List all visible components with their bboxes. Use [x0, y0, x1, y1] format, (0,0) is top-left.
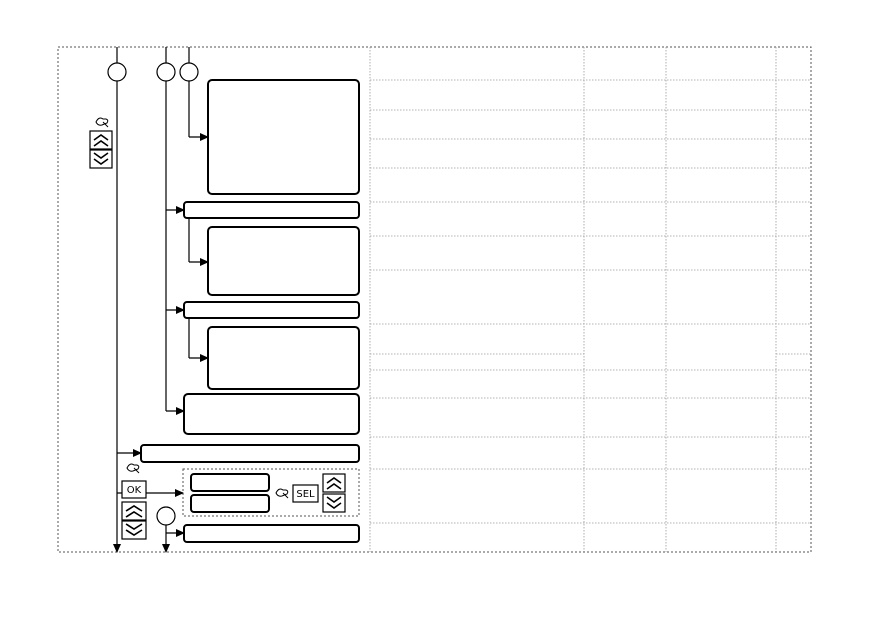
menu-bar-4 — [183, 524, 360, 543]
option-box-1 — [190, 473, 270, 492]
menu-bar-1 — [183, 201, 360, 219]
description-table-grid — [369, 47, 811, 552]
state-box-4 — [183, 393, 360, 435]
connector-circle-2 — [156, 62, 176, 82]
double-chevron-up-icon — [121, 501, 147, 521]
state-box-3 — [207, 326, 360, 390]
option-box-2 — [190, 494, 270, 513]
ok-button-icon: OK — [121, 480, 147, 499]
hand-pointer-icon — [126, 463, 140, 474]
ok-label: OK — [127, 485, 142, 496]
double-chevron-down-icon — [322, 493, 346, 513]
state-box-2 — [207, 226, 360, 296]
double-chevron-up-icon — [322, 473, 346, 493]
menu-bar-3 — [140, 444, 360, 463]
hand-pointer-icon — [275, 488, 289, 499]
connector-circle-1 — [107, 62, 127, 82]
hand-pointer-icon — [95, 117, 109, 128]
outer-frame — [57, 46, 812, 553]
sel-label: SEL — [296, 489, 315, 500]
connector-circle-3 — [179, 62, 199, 82]
connector-circle-4 — [156, 506, 176, 526]
sel-button-icon: SEL — [292, 484, 319, 503]
state-box-1 — [207, 79, 360, 195]
selection-group — [182, 468, 360, 517]
double-chevron-down-icon — [89, 149, 113, 169]
double-chevron-down-icon — [121, 520, 147, 540]
menu-bar-2 — [183, 301, 360, 319]
double-chevron-up-icon — [89, 130, 113, 150]
